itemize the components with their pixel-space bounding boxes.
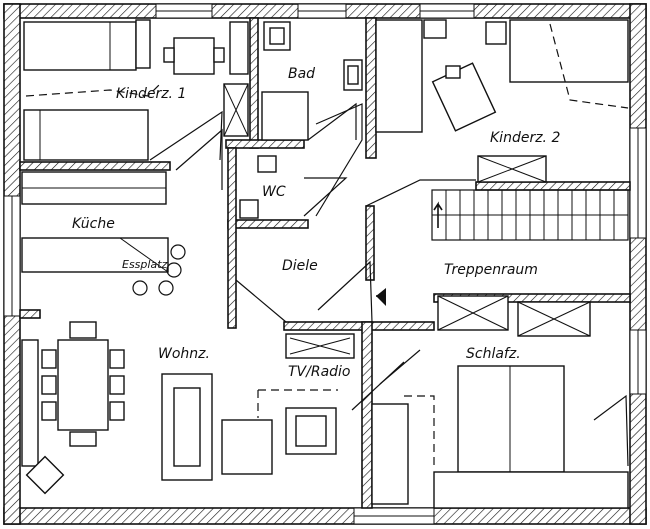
bad-fixtures bbox=[261, 21, 363, 141]
room-label-kinderz1: Kinderz. 1 bbox=[116, 86, 186, 102]
stairs bbox=[431, 189, 629, 241]
room-label-kinderz2: Kinderz. 2 bbox=[490, 130, 560, 146]
kinderz2-furniture bbox=[365, 19, 629, 207]
wohnz-furniture bbox=[21, 321, 405, 495]
kinderz1-furniture bbox=[23, 19, 249, 161]
room-label-essplatz: Essplatz bbox=[122, 258, 168, 271]
interior-walls bbox=[19, 17, 631, 509]
diele-elements bbox=[235, 103, 386, 323]
kueche-furniture bbox=[21, 128, 223, 296]
room-label-treppenraum: Treppenraum bbox=[444, 262, 538, 278]
room-label-tv-radio: TV/Radio bbox=[288, 364, 351, 380]
room-label-schlafz: Schlafz. bbox=[466, 346, 521, 362]
windows bbox=[3, 3, 647, 525]
room-label-diele: Diele bbox=[282, 258, 318, 274]
wc-fixtures bbox=[239, 155, 348, 219]
room-label-wc: WC bbox=[262, 184, 286, 200]
schlafz-furniture bbox=[371, 295, 629, 509]
room-label-bad: Bad bbox=[288, 66, 315, 82]
room-labels: Kinderz. 1 Bad Kinderz. 2 WC Küche Esspl… bbox=[72, 66, 560, 380]
room-label-wohnz: Wohnz. bbox=[158, 346, 210, 362]
room-label-kueche: Küche bbox=[72, 216, 115, 232]
